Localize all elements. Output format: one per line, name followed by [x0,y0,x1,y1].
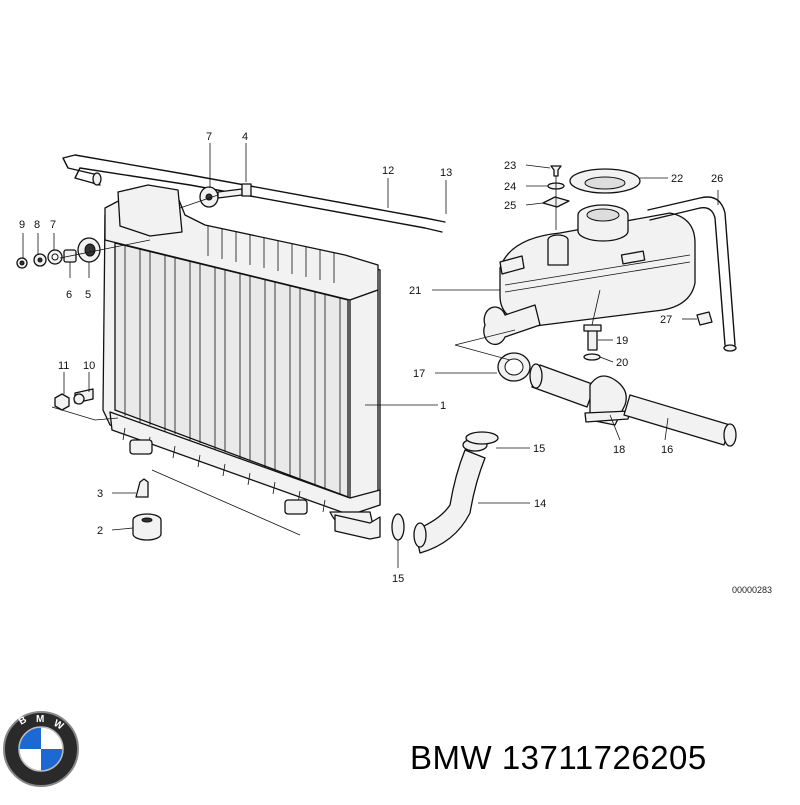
callout-6: 6 [66,289,72,301]
svg-text:B: B [17,714,29,727]
radiator [102,184,381,535]
callout-15-upper: 15 [533,443,545,455]
caption-brand: BMW [410,739,493,776]
callout-1: 1 [440,400,446,412]
callout-8: 8 [34,219,40,231]
part-caption: BMW 13711726205 [410,739,795,777]
callout-3: 3 [97,488,103,500]
callout-17: 17 [413,368,425,380]
callout-26: 26 [711,173,723,185]
callout-7-left: 7 [50,219,56,231]
callout-4: 4 [242,131,248,143]
leader-lines [22,143,719,568]
caption-part-number: 13711726205 [501,739,707,776]
callout-22: 22 [671,173,683,185]
callout-2: 2 [97,525,103,537]
callout-9: 9 [19,219,25,231]
callout-12: 12 [382,165,394,177]
callout-23: 23 [504,160,516,172]
overflow-hose [62,154,446,233]
callout-24: 24 [504,181,516,193]
callout-25: 25 [504,200,516,212]
callout-27: 27 [660,314,672,326]
diagram-code: 00000283 [732,585,772,595]
hose-26 [647,196,737,352]
svg-text:M: M [36,714,44,725]
callout-20: 20 [616,357,628,369]
callout-numbers: 1 2 3 4 5 6 7 7 8 9 10 11 12 13 14 15 15… [19,131,772,595]
callout-16: 16 [661,444,673,456]
callout-14: 14 [534,498,546,510]
callout-5: 5 [85,289,91,301]
callout-19: 19 [616,335,628,347]
lower-hoses [334,289,737,554]
expansion-tank [483,165,713,346]
callout-10: 10 [83,360,95,372]
callout-7-upper: 7 [206,131,212,143]
callout-11: 11 [58,360,69,372]
bmw-logo: B M W [3,711,79,787]
callout-13: 13 [440,167,452,179]
callout-18: 18 [613,444,625,456]
callout-15-lower: 15 [392,573,404,585]
callout-21: 21 [409,285,421,297]
